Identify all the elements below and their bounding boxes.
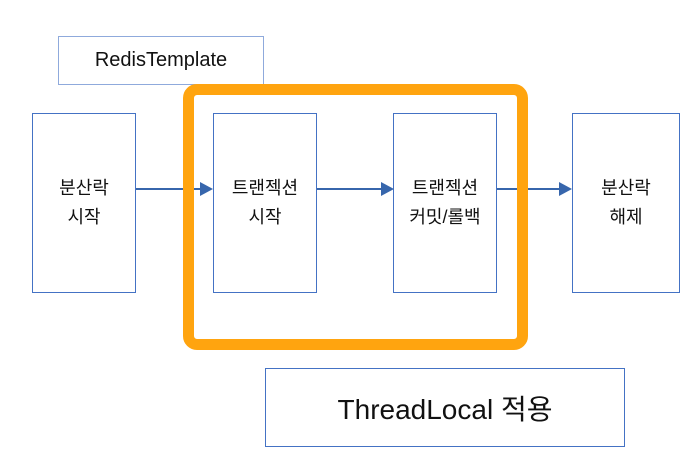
node-text-line1: 트랜젝션 bbox=[411, 178, 479, 198]
flow-arrow-2-head-icon bbox=[381, 182, 394, 196]
node-text-line1: 트랜젝션 bbox=[231, 178, 299, 198]
node-text: 트랜젝션 커밋/롤백 bbox=[409, 174, 480, 232]
node-distributed-lock-start: 분산락 시작 bbox=[32, 113, 136, 293]
node-text-line1: 분산락 bbox=[601, 178, 651, 198]
redis-template-label: RedisTemplate bbox=[58, 36, 264, 85]
flow-arrow-1-head-icon bbox=[200, 182, 213, 196]
redis-template-label-text: RedisTemplate bbox=[94, 49, 228, 71]
flow-arrow-3-head-icon bbox=[559, 182, 572, 196]
node-text-line2: 해제 bbox=[609, 207, 643, 227]
node-text-line2: 커밋/롤백 bbox=[409, 207, 481, 227]
node-text: 트랜젝션 시작 bbox=[232, 174, 298, 232]
threadlocal-label-text: ThreadLocal 적용 bbox=[337, 393, 553, 425]
node-text-line2: 시작 bbox=[67, 207, 101, 227]
flow-arrow-2-line bbox=[317, 188, 382, 190]
node-distributed-lock-release: 분산락 해제 bbox=[572, 113, 680, 293]
node-transaction-start: 트랜젝션 시작 bbox=[213, 113, 317, 293]
node-transaction-commit-rollback: 트랜젝션 커밋/롤백 bbox=[393, 113, 497, 293]
flow-arrow-3-line bbox=[497, 188, 560, 190]
flow-arrow-1-line bbox=[136, 188, 201, 190]
node-text-line1: 분산락 bbox=[59, 178, 109, 198]
threadlocal-highlight-frame bbox=[183, 84, 528, 350]
node-text: 분산락 시작 bbox=[59, 174, 109, 232]
node-text: 분산락 해제 bbox=[601, 174, 651, 232]
node-text-line2: 시작 bbox=[248, 207, 282, 227]
threadlocal-label: ThreadLocal 적용 bbox=[265, 368, 625, 447]
